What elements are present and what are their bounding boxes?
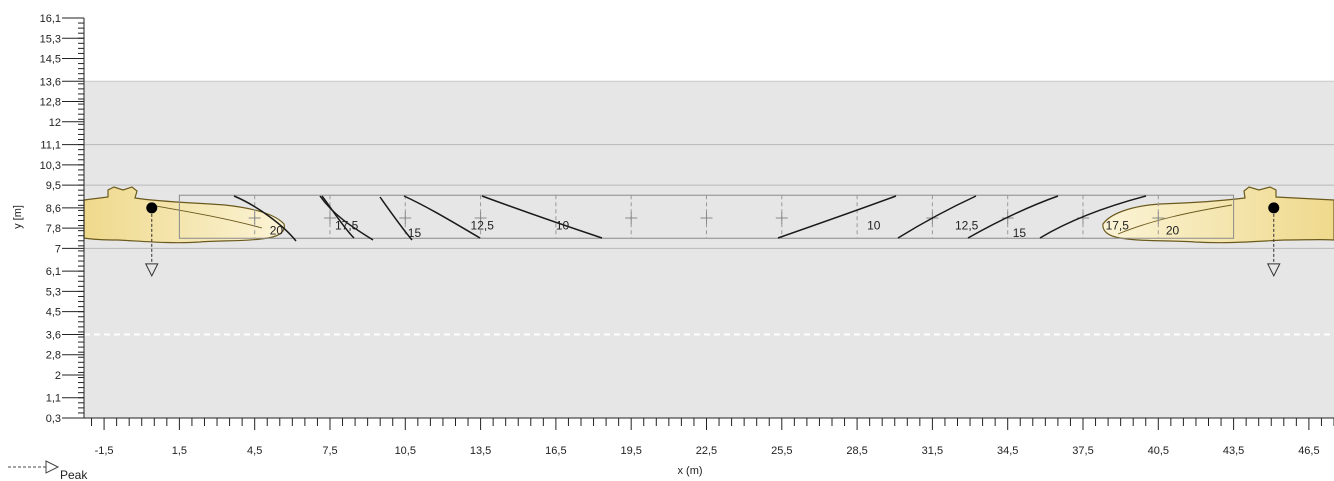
y-tick-label: 12,8 — [40, 97, 61, 109]
isoline-12-5-left-a — [403, 195, 481, 239]
isoline-label: 17,5 — [1106, 219, 1130, 233]
x-tick-label: 43,5 — [1223, 445, 1244, 457]
isoline-label: 12,5 — [955, 219, 979, 233]
isoline-12-5-right-a — [897, 195, 977, 239]
x-tick-label: 28,5 — [846, 445, 867, 457]
intensity-lobes — [83, 186, 1334, 244]
y-tick-label: 8,6 — [46, 203, 61, 215]
y-tick-label: 14,5 — [40, 54, 61, 66]
isoline-15-right — [967, 195, 1059, 239]
sources — [144, 202, 1281, 277]
right-lobe — [1102, 186, 1334, 244]
y-tick-label: 2 — [55, 370, 61, 382]
x-tick-labels: -1,5 1,5 4,5 7,5 10,5 13,5 16,5 19,5 22,5 25,5 28,… — [95, 445, 1320, 457]
x-tick-label: 10,5 — [395, 445, 416, 457]
plot-area: 20 17,5 15 12,5 10 10 12,5 15 17,5 20 — [83, 80, 1334, 418]
y-tick-label: 0,3 — [46, 413, 61, 425]
x-tick-label: 34,5 — [997, 445, 1018, 457]
y-tick-labels: 16,1 15,3 14,5 13,6 12,8 12 11,1 10,3 9,5 8,6 7,8 7… — [40, 13, 61, 425]
y-minor-ticks — [62, 17, 84, 419]
y-tick-label: 3,6 — [46, 329, 61, 341]
x-tick-label: 31,5 — [922, 445, 943, 457]
y-tick-label: 2,8 — [46, 350, 61, 362]
x-tick-label: 7,5 — [322, 445, 337, 457]
y-tick-label: 11,1 — [40, 140, 61, 152]
legend: Peak — [8, 460, 88, 481]
y-tick-label: 1,1 — [46, 393, 61, 405]
isoline-label: 15 — [408, 226, 422, 240]
y-tick-label: 7 — [55, 243, 61, 255]
calculation-grid — [178, 194, 1235, 239]
y-axis-title: y [m] — [12, 205, 24, 229]
peak-arrow-head — [1266, 263, 1281, 277]
x-tick-label: 4,5 — [247, 445, 262, 457]
isoline-label: 20 — [270, 224, 284, 238]
left-lobe-inner — [149, 204, 263, 229]
isoline-label: 12,5 — [471, 219, 495, 233]
isoline-label: 10 — [867, 219, 881, 233]
isoline-12-5-left-b — [379, 196, 413, 241]
isoline-label: 10 — [556, 219, 570, 233]
boundary-lines — [84, 80, 1334, 249]
y-tick-label: 7,8 — [46, 223, 61, 235]
isoline-17-5-left — [321, 195, 355, 239]
x-tick-label: 22,5 — [696, 445, 717, 457]
left-lobe — [83, 186, 285, 244]
y-tick-label: 12 — [49, 117, 61, 129]
x-tick-label: 37,5 — [1072, 445, 1093, 457]
isoline-15-left — [319, 195, 374, 241]
y-tick-label: 15,3 — [40, 33, 61, 45]
isoline-labels: 20 17,5 15 12,5 10 10 12,5 15 17,5 20 — [270, 219, 1180, 241]
isolines — [233, 195, 1147, 242]
x-tick-label: 1,5 — [172, 445, 187, 457]
y-tick-label: 6,1 — [46, 266, 61, 278]
isoline-label: 17,5 — [335, 219, 359, 233]
arrow-head-icon — [45, 460, 60, 474]
isoline-20-left — [233, 195, 297, 242]
source-point — [146, 202, 158, 214]
y-tick-label: 10,3 — [40, 160, 61, 172]
x-tick-label: 13,5 — [470, 445, 491, 457]
x-tick-label: 25,5 — [771, 445, 792, 457]
x-minor-ticks — [91, 418, 1334, 430]
y-tick-label: 4,5 — [46, 307, 61, 319]
isoline-10-right — [777, 195, 897, 239]
right-lobe-inner — [1117, 204, 1233, 235]
source-point — [1268, 202, 1280, 214]
y-tick-label: 13,6 — [40, 76, 61, 88]
isoline-17-5-right — [1039, 195, 1147, 239]
y-tick-label: 5,3 — [46, 286, 61, 298]
x-tick-label: 46,5 — [1298, 445, 1319, 457]
isoline-label: 20 — [1166, 224, 1180, 238]
y-tick-label: 9,5 — [46, 180, 61, 192]
x-tick-label: 19,5 — [620, 445, 641, 457]
x-tick-label: 16,5 — [545, 445, 566, 457]
x-axis-title: x (m) — [677, 465, 702, 477]
x-tick-label: -1,5 — [95, 445, 114, 457]
y-tick-label: 16,1 — [40, 13, 61, 25]
legend-label: Peak — [60, 468, 88, 481]
isoline-10-left — [481, 195, 603, 239]
isoline-label: 15 — [1013, 226, 1027, 240]
x-tick-label: 40,5 — [1148, 445, 1169, 457]
peak-arrow-head — [144, 263, 159, 277]
road-band — [84, 81, 1334, 418]
